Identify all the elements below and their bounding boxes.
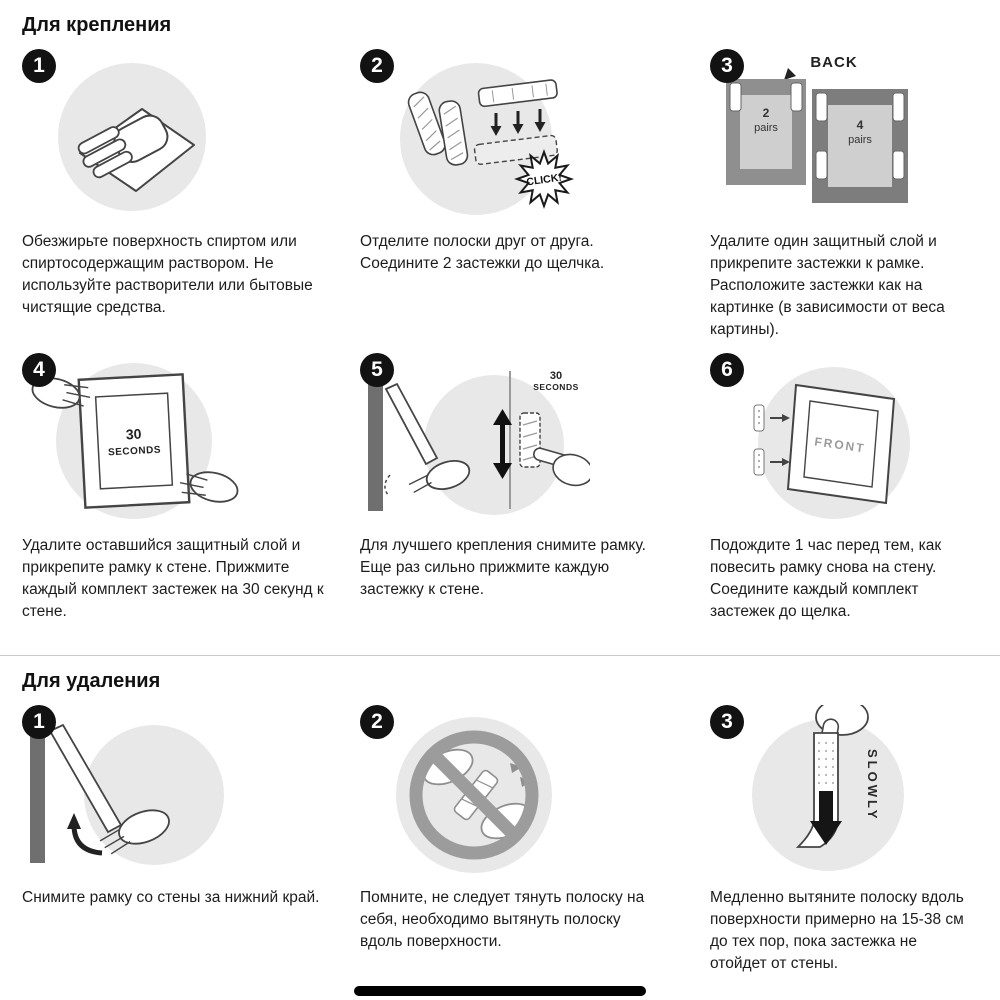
mounting-steps-grid: 1 Обезжирьте поверхност [22,49,978,635]
hand-icon [99,809,170,855]
mount-step-3-illustration: 3 BACK 2 pairs [710,49,978,219]
large-frame-count: 4 [857,118,864,132]
back-label: BACK [810,54,857,71]
mount-step-5: 5 [360,353,710,623]
slowly-label: SLOWLY [865,749,880,821]
click-label: CLICK! [526,172,563,189]
strip-dots [758,410,760,468]
frame-front-icon: FRONT [786,383,896,505]
section-removal: Для удаления 1 [22,670,978,987]
mount-step-4-illustration: 4 30 SECONDS [22,353,360,523]
wipe-surface-illustration [58,63,206,211]
step-number-badge: 2 [360,705,394,739]
wall-icon [368,359,383,511]
fastener-bottom-icon [473,134,558,165]
section-mounting-title: Для крепления [22,14,172,36]
step-number-badge: 6 [710,353,744,387]
seconds-word-label: SECONDS [533,382,579,392]
connect-strips-illustration: CLICK! [400,63,574,215]
mount-step-6: 6 [710,353,978,623]
large-frame-word: pairs [848,134,872,146]
curved-arrow-icon [67,813,103,856]
small-frame-count: 2 [763,106,770,120]
mount-step-5-illustration: 5 [360,353,710,523]
frame-front-icon: 30 SECONDS [77,373,191,509]
mount-step-1-illustration: 1 [22,49,360,219]
removal-step-1: 1 [22,705,360,975]
section-mounting: Для крепления 1 [22,14,978,635]
mount-step-6-illustration: 6 [710,353,978,523]
large-frame-icon: 4 pairs [812,89,908,203]
removal-step-2-illustration: 2 [360,705,710,875]
step-number-badge: 3 [710,49,744,83]
strip-icon [407,91,446,156]
down-arrows-icon [490,109,546,136]
pressing-hand-icon [533,447,590,487]
step-number-badge: 3 [710,705,744,739]
click-burst-icon: CLICK! [514,149,574,209]
section-divider [0,655,1000,656]
up-down-arrow-icon [493,409,512,479]
removal-step-2: 2 [360,705,710,975]
step-description: Обезжирьте поверхность спиртом или спирт… [22,233,313,316]
step-number-badge: 5 [360,353,394,387]
hand-icon [408,459,471,494]
removal-step-1-illustration: 1 [22,705,360,875]
fastener-top-icon [477,79,558,108]
press-frame-illustration: 30 SECONDS [31,363,239,519]
mount-step-4: 4 30 SECONDS [22,353,360,623]
step-description: Отделите полоски друг от друга. Соединит… [360,233,605,272]
wall-icon [30,711,45,863]
seconds-word-label: SECONDS [108,445,161,459]
mount-step-1: 1 Обезжирьте поверхност [22,49,360,341]
prohibition-icon [409,730,539,860]
step-number-badge: 2 [360,49,394,83]
step-number-badge: 1 [22,705,56,739]
step-description: Для лучшего крепления снимите рамку. Еще… [360,537,646,598]
frame-back-illustration: BACK 2 pairs [726,54,908,203]
hand-icon [179,471,239,503]
step-description: Удалите один защитный слой и прикрепите … [710,233,945,338]
seconds-value-label: 30 [125,426,142,443]
back-arrow-icon [784,68,796,80]
right-arrows-icon [770,414,790,466]
small-frame-word: pairs [754,122,778,134]
do-not-pull-illustration [396,717,552,873]
strip-icon [438,100,469,166]
press-fastener-illustration: 30 SECONDS [368,359,590,515]
hand-icon [77,114,169,179]
pull-strip-slowly-illustration: SLOWLY [752,705,904,871]
step-description: Медленно вытяните полоску вдоль поверхно… [710,889,964,972]
step-description: Помните, не следует тянуть полоску на се… [360,889,645,950]
step-number-badge: 4 [22,353,56,387]
removal-step-3-illustration: 3 [710,705,978,875]
step-description: Удалите оставшийся защитный слой и прикр… [22,537,324,620]
step-description: Снимите рамку со стены за нижний край. [22,889,320,906]
step-number-badge: 1 [22,49,56,83]
down-arrow-icon [810,791,842,845]
strip-dots [817,741,835,785]
removal-steps-grid: 1 [22,705,978,987]
small-frame-icon: 2 pairs [726,79,806,185]
mount-step-2-illustration: 2 [360,49,710,219]
rehang-frame-illustration: FRONT [753,367,910,519]
section-removal-title: Для удаления [22,670,161,692]
motion-arrow-icon [384,474,391,496]
tilted-frame-icon [384,382,439,466]
step-description: Подождите 1 час перед тем, как повесить … [710,537,942,620]
remove-frame-illustration [30,711,224,865]
home-indicator-bar[interactable] [354,986,646,996]
mount-step-3: 3 BACK 2 pairs [710,49,978,341]
removal-step-3: 3 [710,705,978,975]
mount-step-2: 2 [360,49,710,341]
seconds-value-label: 30 [550,370,562,382]
